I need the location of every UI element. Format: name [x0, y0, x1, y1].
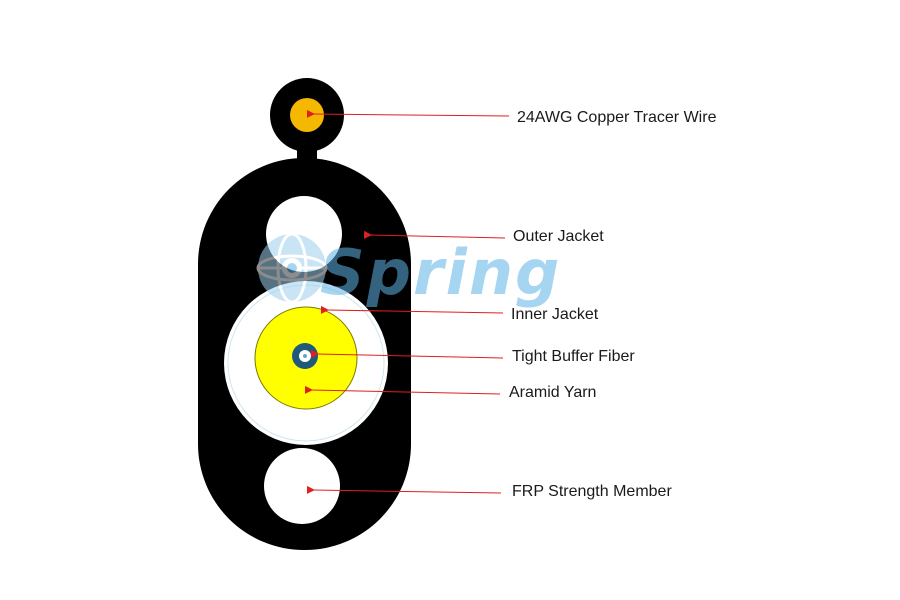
watermark-logo: Spring — [256, 232, 561, 309]
fiber-center — [303, 354, 307, 358]
label-inner-jacket: Inner Jacket — [511, 306, 599, 323]
leader-inner-jacket — [320, 305, 504, 314]
label-copper-tracer-wire: 24AWG Copper Tracer Wire — [517, 109, 717, 126]
leader-aramid-yarn — [304, 385, 501, 395]
watermark-text: Spring — [320, 236, 561, 309]
label-aramid-yarn: Aramid Yarn — [509, 384, 596, 401]
label-outer-jacket: Outer Jacket — [513, 228, 604, 245]
globe-icon — [256, 232, 328, 304]
frp-strength-member — [264, 448, 340, 524]
copper-tracer-wire — [290, 98, 324, 132]
label-tight-buffer-fiber: Tight Buffer Fiber — [512, 348, 635, 365]
leader-tight-buffer-fiber — [310, 349, 504, 359]
leader-copper-tracer-wire — [306, 109, 510, 118]
label-frp-strength-member: FRP Strength Member — [512, 483, 672, 500]
leader-outer-jacket — [363, 230, 506, 239]
leader-frp-strength-member — [306, 485, 502, 494]
